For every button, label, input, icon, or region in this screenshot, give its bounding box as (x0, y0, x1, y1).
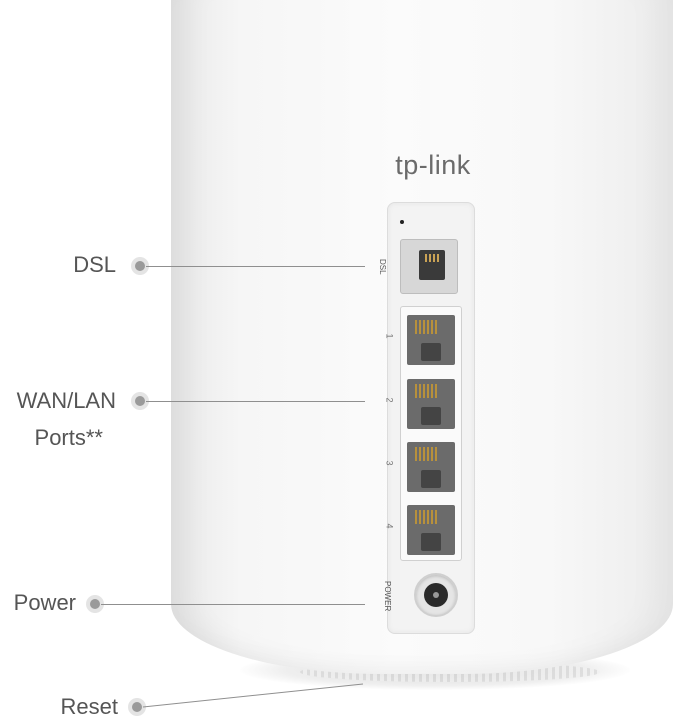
lan-port-2 (407, 379, 455, 429)
callout-label-power: Power (13, 590, 76, 615)
lan-port-stack: 1 2 3 4 (385, 306, 462, 561)
callout-line-dsl (146, 266, 365, 267)
callout-dot-reset (132, 702, 142, 712)
port-panel: DSL 1 2 3 4 POWER (378, 202, 475, 634)
dsl-port-socket (419, 250, 445, 280)
power-socket-pin (433, 592, 439, 598)
callout-dot-wan-lan (135, 396, 145, 406)
callout-line-wan-lan (146, 401, 365, 402)
status-led (400, 220, 404, 224)
callout-label-ports: Ports** (34, 425, 103, 450)
brand-logo: tp-link (395, 150, 471, 180)
lan-port-4 (407, 505, 455, 555)
lan-port-1 (407, 315, 455, 365)
callout-label-reset: Reset (60, 694, 118, 719)
callout-dot-power (90, 599, 100, 609)
callout-label-dsl: DSL (73, 252, 116, 277)
dsl-port (400, 239, 458, 294)
power-socket (414, 573, 458, 617)
callout-line-power (101, 604, 365, 605)
callout-dot-dsl (135, 261, 145, 271)
power-socket-inner (424, 583, 448, 607)
callout-label-wan-lan: WAN/LAN (16, 388, 116, 413)
lan-port-3 (407, 442, 455, 492)
